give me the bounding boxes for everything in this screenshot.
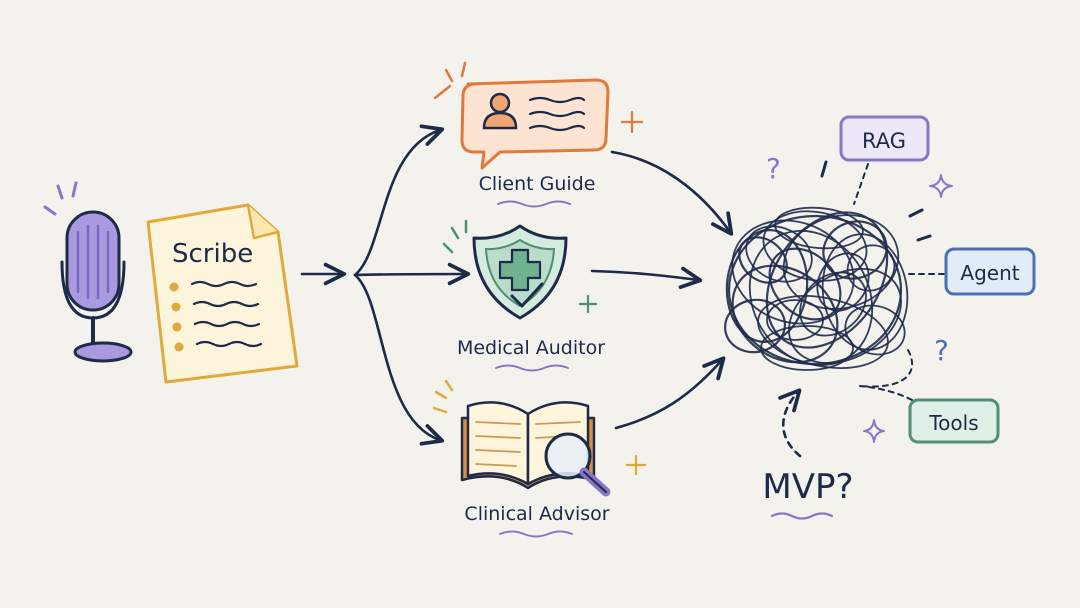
sparkle-icon [929,174,953,198]
arrow-to-medical-auditor [353,262,471,286]
tools-connector [859,349,914,401]
scribble-loop [774,206,864,250]
arrow-clinical-advisor-to-tangle [614,356,726,430]
book-magnifier-icon [460,401,611,497]
tangled-scribble [724,206,909,371]
shield-cross-check-icon [472,224,568,320]
arrow-to-clinical-advisor [353,273,445,446]
scribble-loop [816,252,870,312]
scribble-loop [748,229,874,367]
label-underline [499,530,573,538]
client-guide-label: Client Guide [479,173,596,195]
question-mark-icon: ? [766,152,781,185]
sparkle-icon [625,454,647,476]
scribble-loop [760,325,854,371]
client-guide-node: Client Guide [433,61,644,208]
scribe-document: Scribe [146,203,299,384]
clinical-advisor-label: Clinical Advisor [464,503,609,525]
scribble-loop [846,244,896,292]
scribe-bullet-list [169,280,263,352]
medical-auditor-label: Medical Auditor [457,337,605,359]
label-underline [497,200,571,208]
emphasis-tick [916,234,932,242]
scribble-loop [766,299,824,341]
arrow-to-client-guide [353,124,445,277]
medical-auditor-node: Medical Auditor [442,219,605,372]
label-underline [770,512,834,520]
emphasis-tick [908,208,924,218]
scribble-loop [799,271,867,337]
scribble-loop [844,304,906,356]
rag-tag-label: RAG [862,129,906,153]
scribble-loop [731,264,839,364]
scribble-loop [762,210,868,282]
rag-connector [853,163,869,205]
sparkle-icon [863,419,885,443]
rag-tag: RAG [839,115,930,162]
scribble-loop [727,214,903,366]
mvp-arrow [778,388,802,458]
sparkle-icon [578,294,598,314]
clinical-advisor-node: Clinical Advisor [432,379,647,538]
arrow-client-guide-to-tangle [610,150,734,236]
arrow-medical-auditor-to-tangle [590,266,703,290]
scribble-loop [768,247,842,321]
emphasis-tick [820,160,828,178]
question-mark-icon: ? [934,334,949,367]
microphone-icon [43,181,133,363]
scribe-label: Scribe [172,239,253,269]
chat-profile-icon [433,61,610,170]
label-underline [495,364,569,372]
sparkle-icon [620,110,644,134]
tools-tag-label: Tools [928,411,978,435]
tools-tag: Tools [908,398,1000,444]
scribble-loop [738,236,788,284]
scribble-loop [765,211,889,349]
mvp-label: MVP? [762,467,853,507]
agent-tag-label: Agent [960,261,1019,285]
agent-tag: Agent [944,247,1036,296]
